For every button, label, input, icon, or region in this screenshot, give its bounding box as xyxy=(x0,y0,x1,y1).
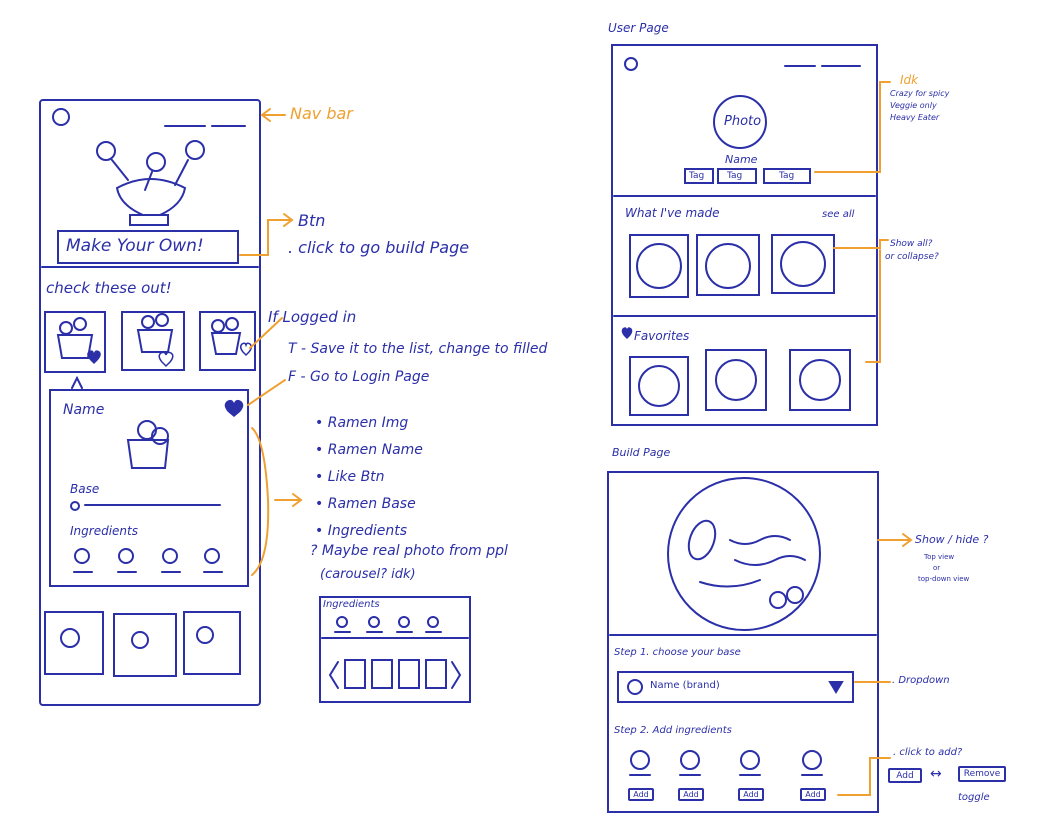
idk-note: Idk xyxy=(900,73,919,87)
view-note-1: Top view xyxy=(924,553,955,561)
toggle-remove-button[interactable]: Remove xyxy=(958,766,1006,782)
list-item: • Ramen Name xyxy=(315,442,423,458)
tag-examples: Crazy for spicy Veggie only Heavy Eater xyxy=(890,89,950,122)
card-base-label: Base xyxy=(70,482,100,496)
true-case-note: T - Save it to the list, change to fille… xyxy=(288,341,548,357)
list-item: • Ramen Base xyxy=(315,496,416,512)
user-tag-3[interactable]: Tag xyxy=(779,171,795,181)
favorites-title: Favorites xyxy=(634,329,690,343)
user-tag-2[interactable]: Tag xyxy=(727,171,743,181)
add-ingredient-button-1[interactable]: Add xyxy=(628,788,654,801)
user-tag-1[interactable]: Tag xyxy=(689,171,705,181)
view-note-2: or xyxy=(933,564,941,572)
dropdown-note: . Dropdown xyxy=(892,675,950,686)
toggle-arrow-icon: ↔ xyxy=(930,766,942,782)
step1-label: Step 1. choose your base xyxy=(614,647,741,658)
list-item: • Like Btn xyxy=(315,469,385,485)
list-item: • Ramen Img xyxy=(315,415,409,431)
see-all-link[interactable]: see all xyxy=(822,209,855,220)
card-ingredients-label: Ingredients xyxy=(70,524,138,538)
section-title: check these out! xyxy=(46,279,172,297)
click-add-note: . click to add? xyxy=(893,747,963,758)
ingredients-mini-title: Ingredients xyxy=(323,599,380,610)
add-ingredient-button-2[interactable]: Add xyxy=(678,788,704,801)
user-page-label: User Page xyxy=(608,21,669,35)
logged-in-note: If Logged in xyxy=(268,308,357,326)
step2-label: Step 2. Add ingredients xyxy=(614,725,732,736)
carousel-note: (carousel? idk) xyxy=(320,567,416,582)
view-note-3: top-down view xyxy=(918,575,970,583)
add-ingredient-button-3[interactable]: Add xyxy=(738,788,764,801)
maybe-photo-note: ? Maybe real photo from ppl xyxy=(310,543,508,559)
show-hide-note: Show / hide ? xyxy=(915,533,989,546)
cta-button[interactable]: Make Your Own! xyxy=(66,236,204,256)
collapse-note: or collapse? xyxy=(885,252,939,262)
card-name-label: Name xyxy=(63,402,105,418)
add-ingredient-button-4[interactable]: Add xyxy=(800,788,826,801)
made-title: What I've made xyxy=(625,206,720,220)
toggle-add-button[interactable]: Add xyxy=(888,768,922,783)
show-all-note: Show all? xyxy=(890,239,933,249)
user-photo: Photo xyxy=(724,114,762,129)
false-case-note: F - Go to Login Page xyxy=(288,369,430,385)
btn-note-title: Btn xyxy=(298,211,326,230)
build-page-label: Build Page xyxy=(612,446,671,459)
btn-note-desc: . click to go build Page xyxy=(288,238,470,257)
base-dropdown[interactable]: Name (brand) xyxy=(650,680,720,691)
user-name: Name xyxy=(725,153,758,166)
list-item: • Ingredients xyxy=(315,523,408,539)
toggle-label: toggle xyxy=(958,792,990,803)
card-items-list: • Ramen Img • Ramen Name • Like Btn • Ra… xyxy=(315,410,423,545)
nav-bar-note: Nav bar xyxy=(290,104,353,123)
